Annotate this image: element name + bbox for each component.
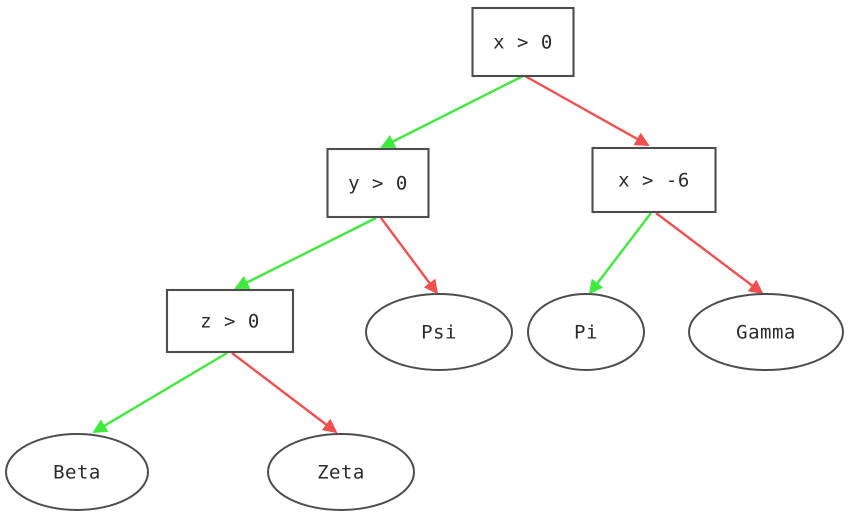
node-root[interactable]: x > 0	[471, 6, 575, 78]
edge-z-false	[231, 352, 338, 434]
node-shape-rect-ygt0[interactable]	[326, 147, 430, 219]
node-zgt0[interactable]: z > 0	[165, 288, 295, 354]
edge-root-false	[524, 74, 650, 147]
edge-x6-true	[588, 212, 652, 295]
node-shape-ellipse-pi[interactable]	[527, 293, 645, 371]
node-xgtm6[interactable]: x > -6	[591, 146, 717, 214]
node-label-xgtm6: x > -6	[618, 170, 690, 192]
node-label-beta: Beta	[53, 462, 101, 484]
node-psi[interactable]: Psi	[365, 293, 513, 371]
node-shape-rect-root[interactable]	[471, 6, 575, 78]
edge-y-true	[234, 216, 377, 290]
edges-layer	[92, 74, 764, 434]
node-beta[interactable]: Beta	[5, 433, 149, 511]
edge-x6-false	[655, 212, 764, 295]
edge-root-true	[380, 74, 524, 149]
node-ygt0[interactable]: y > 0	[326, 147, 430, 219]
edge-z-true	[92, 351, 228, 434]
node-shape-rect-xgtm6[interactable]	[591, 146, 717, 214]
node-gamma[interactable]: Gamma	[688, 293, 844, 371]
edge-y-false	[380, 217, 439, 295]
node-shape-ellipse-gamma[interactable]	[688, 293, 844, 371]
node-label-psi: Psi	[421, 322, 457, 344]
node-label-gamma: Gamma	[736, 322, 796, 344]
node-label-ygt0: y > 0	[348, 173, 408, 195]
node-shape-ellipse-beta[interactable]	[5, 433, 149, 511]
node-shape-ellipse-psi[interactable]	[365, 293, 513, 371]
node-label-zgt0: z > 0	[200, 311, 260, 333]
node-shape-rect-zgt0[interactable]	[165, 288, 295, 354]
node-label-root: x > 0	[493, 32, 553, 54]
node-label-pi: Pi	[574, 322, 598, 344]
node-zeta[interactable]: Zeta	[267, 433, 415, 511]
node-label-zeta: Zeta	[317, 462, 365, 484]
node-shape-ellipse-zeta[interactable]	[267, 433, 415, 511]
node-pi[interactable]: Pi	[527, 293, 645, 371]
